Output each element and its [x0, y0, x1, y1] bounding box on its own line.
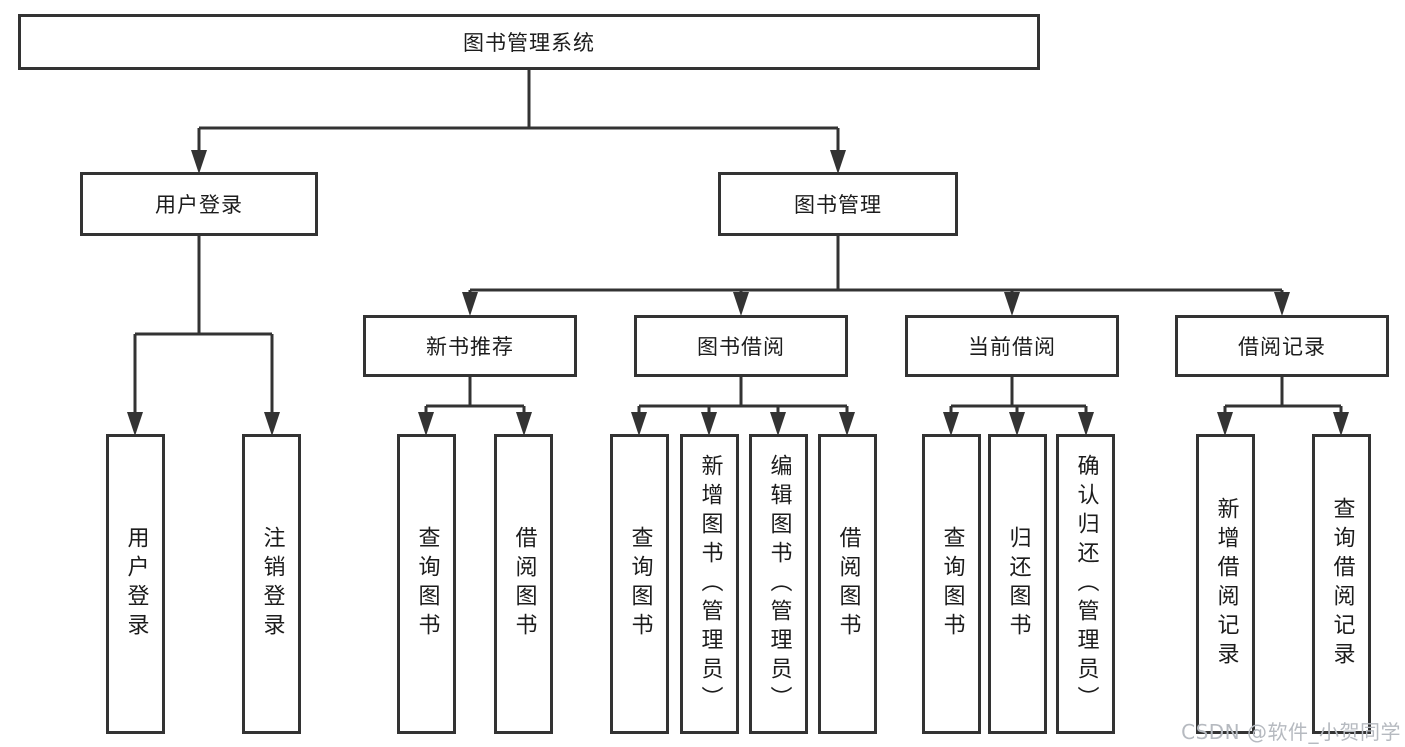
node-label: 查询借阅记录	[1329, 497, 1355, 671]
leaf-return-books: 归还图书	[988, 434, 1047, 734]
node-label: 新增借阅记录	[1213, 497, 1239, 671]
leaf-query-books: 查询图书	[610, 434, 669, 734]
leaf-borrow-books: 借阅图书	[494, 434, 553, 734]
arrow-down-icon	[733, 292, 749, 316]
leaf-logout: 注销登录	[242, 434, 301, 734]
leaf-confirm-return-admin: 确认归还（管理员）	[1056, 434, 1115, 734]
arrow-down-icon	[418, 412, 434, 436]
node-label: 归还图书	[1005, 526, 1031, 642]
arrow-down-icon	[830, 150, 846, 174]
node-library-management-system: 图书管理系统	[18, 14, 1040, 70]
arrow-down-icon	[1004, 292, 1020, 316]
node-label: 新增图书（管理员）	[697, 453, 723, 715]
leaf-add-borrow-record: 新增借阅记录	[1196, 434, 1255, 734]
arrow-down-icon	[1078, 412, 1094, 436]
leaf-query-borrow-record: 查询借阅记录	[1312, 434, 1371, 734]
arrow-down-icon	[839, 412, 855, 436]
arrow-down-icon	[127, 412, 143, 436]
node-user-login-branch: 用户登录	[80, 172, 318, 236]
node-label: 用户登录	[155, 193, 243, 217]
arrow-down-icon	[943, 412, 959, 436]
leaf-borrow-books: 借阅图书	[818, 434, 877, 734]
leaf-edit-books-admin: 编辑图书（管理员）	[749, 434, 808, 734]
arrow-down-icon	[264, 412, 280, 436]
node-label: 确认归还（管理员）	[1073, 453, 1099, 715]
node-label: 当前借阅	[968, 335, 1056, 359]
node-borrowing-records: 借阅记录	[1175, 315, 1389, 377]
node-label: 借阅图书	[511, 526, 537, 642]
node-label: 借阅记录	[1238, 335, 1326, 359]
node-label: 用户登录	[123, 526, 149, 642]
node-label: 查询图书	[414, 526, 440, 642]
arrow-down-icon	[191, 150, 207, 174]
node-book-borrowing: 图书借阅	[634, 315, 848, 377]
arrow-down-icon	[1333, 412, 1349, 436]
arrow-down-icon	[1217, 412, 1233, 436]
node-label: 图书管理系统	[463, 31, 595, 55]
node-label: 图书借阅	[697, 335, 785, 359]
arrow-down-icon	[701, 412, 717, 436]
arrow-down-icon	[770, 412, 786, 436]
node-label: 查询图书	[939, 526, 965, 642]
node-label: 注销登录	[259, 526, 285, 642]
node-label: 查询图书	[627, 526, 653, 642]
arrow-down-icon	[1009, 412, 1025, 436]
arrow-down-icon	[631, 412, 647, 436]
node-label: 图书管理	[794, 193, 882, 217]
arrow-down-icon	[1274, 292, 1290, 316]
arrowheads	[127, 150, 1349, 436]
arrow-down-icon	[462, 292, 478, 316]
node-new-book-recommend: 新书推荐	[363, 315, 577, 377]
arrow-down-icon	[516, 412, 532, 436]
csdn-watermark: CSDN @软件_小贺同学	[1181, 720, 1401, 744]
node-current-borrowing: 当前借阅	[905, 315, 1119, 377]
leaf-add-books-admin: 新增图书（管理员）	[680, 434, 739, 734]
leaf-query-books: 查询图书	[922, 434, 981, 734]
node-book-management-branch: 图书管理	[718, 172, 958, 236]
node-label: 新书推荐	[426, 335, 514, 359]
leaf-user-login: 用户登录	[106, 434, 165, 734]
node-label: 编辑图书（管理员）	[766, 453, 792, 715]
leaf-query-books: 查询图书	[397, 434, 456, 734]
node-label: 借阅图书	[835, 526, 861, 642]
